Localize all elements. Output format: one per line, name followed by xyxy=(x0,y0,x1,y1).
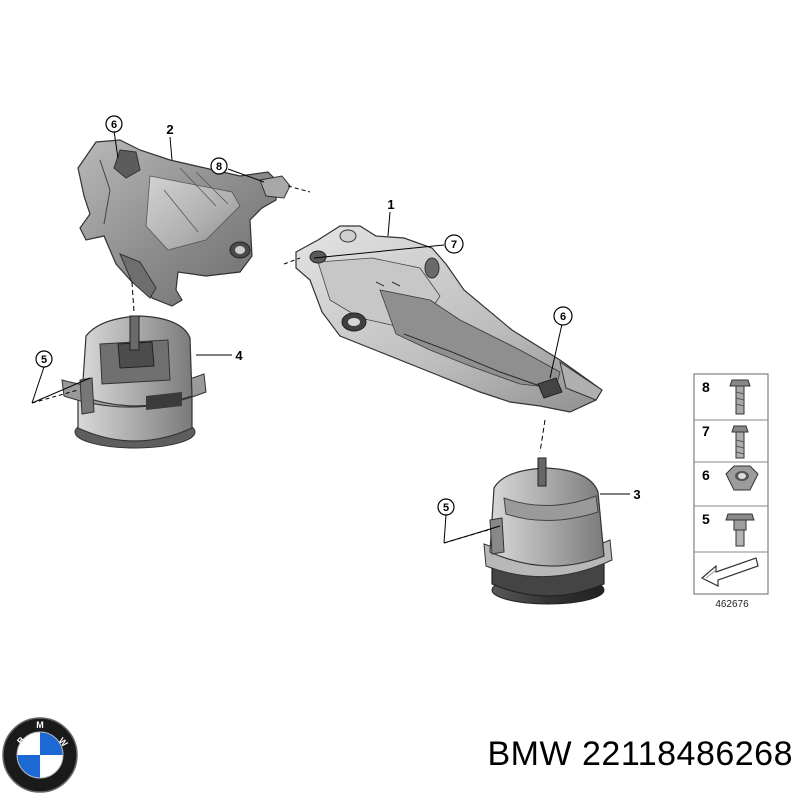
svg-text:6: 6 xyxy=(702,467,710,483)
hex-flange-screw-icon xyxy=(729,379,751,415)
callout-5-mount-3: 5 xyxy=(437,498,455,516)
callout-6-bracket-2: 6 xyxy=(105,115,123,133)
label-part-3: 3 xyxy=(633,487,640,502)
svg-text:5: 5 xyxy=(41,354,47,366)
hex-nut-icon xyxy=(725,465,759,491)
svg-text:6: 6 xyxy=(560,311,566,323)
svg-text:M: M xyxy=(36,720,44,730)
engine-mount-part-4 xyxy=(61,315,207,449)
svg-text:6: 6 xyxy=(111,119,117,131)
bracket-part-2 xyxy=(77,139,291,307)
stud-screw-icon xyxy=(731,425,749,459)
diagram-reference-number: 462676 xyxy=(715,599,749,610)
flange-bolt-icon xyxy=(725,513,755,547)
hardware-legend: 8 7 6 5 xyxy=(693,373,769,595)
callout-7-bracket-1: 7 xyxy=(444,234,464,254)
orientation-arrow-icon xyxy=(700,557,759,587)
legend-row-7: 7 xyxy=(702,423,749,459)
label-part-2: 2 xyxy=(166,122,173,137)
engine-mount-part-3 xyxy=(483,457,613,605)
callout-5-mount-4: 5 xyxy=(35,350,53,368)
svg-text:7: 7 xyxy=(702,423,710,439)
bmw-logo: B M W xyxy=(2,717,78,793)
callout-6-bracket-1: 6 xyxy=(553,306,573,326)
svg-text:B: B xyxy=(15,734,27,746)
label-part-4: 4 xyxy=(235,348,243,363)
label-part-1: 1 xyxy=(387,197,394,212)
callout-leaders xyxy=(31,130,630,544)
svg-text:5: 5 xyxy=(443,502,449,514)
svg-text:5: 5 xyxy=(702,511,710,527)
legend-row-8: 8 xyxy=(702,379,751,415)
legend-row-5: 5 xyxy=(702,511,755,547)
part-caption: BMW 22118486268 xyxy=(383,735,793,774)
svg-text:8: 8 xyxy=(702,379,710,395)
callout-8-bracket-2: 8 xyxy=(210,157,228,175)
brand-name: BMW xyxy=(487,735,573,773)
svg-text:8: 8 xyxy=(216,161,222,173)
legend-row-6: 6 xyxy=(702,465,759,491)
bracket-part-1 xyxy=(295,225,603,413)
part-number: 22118486268 xyxy=(582,735,793,773)
svg-text:7: 7 xyxy=(451,239,457,251)
